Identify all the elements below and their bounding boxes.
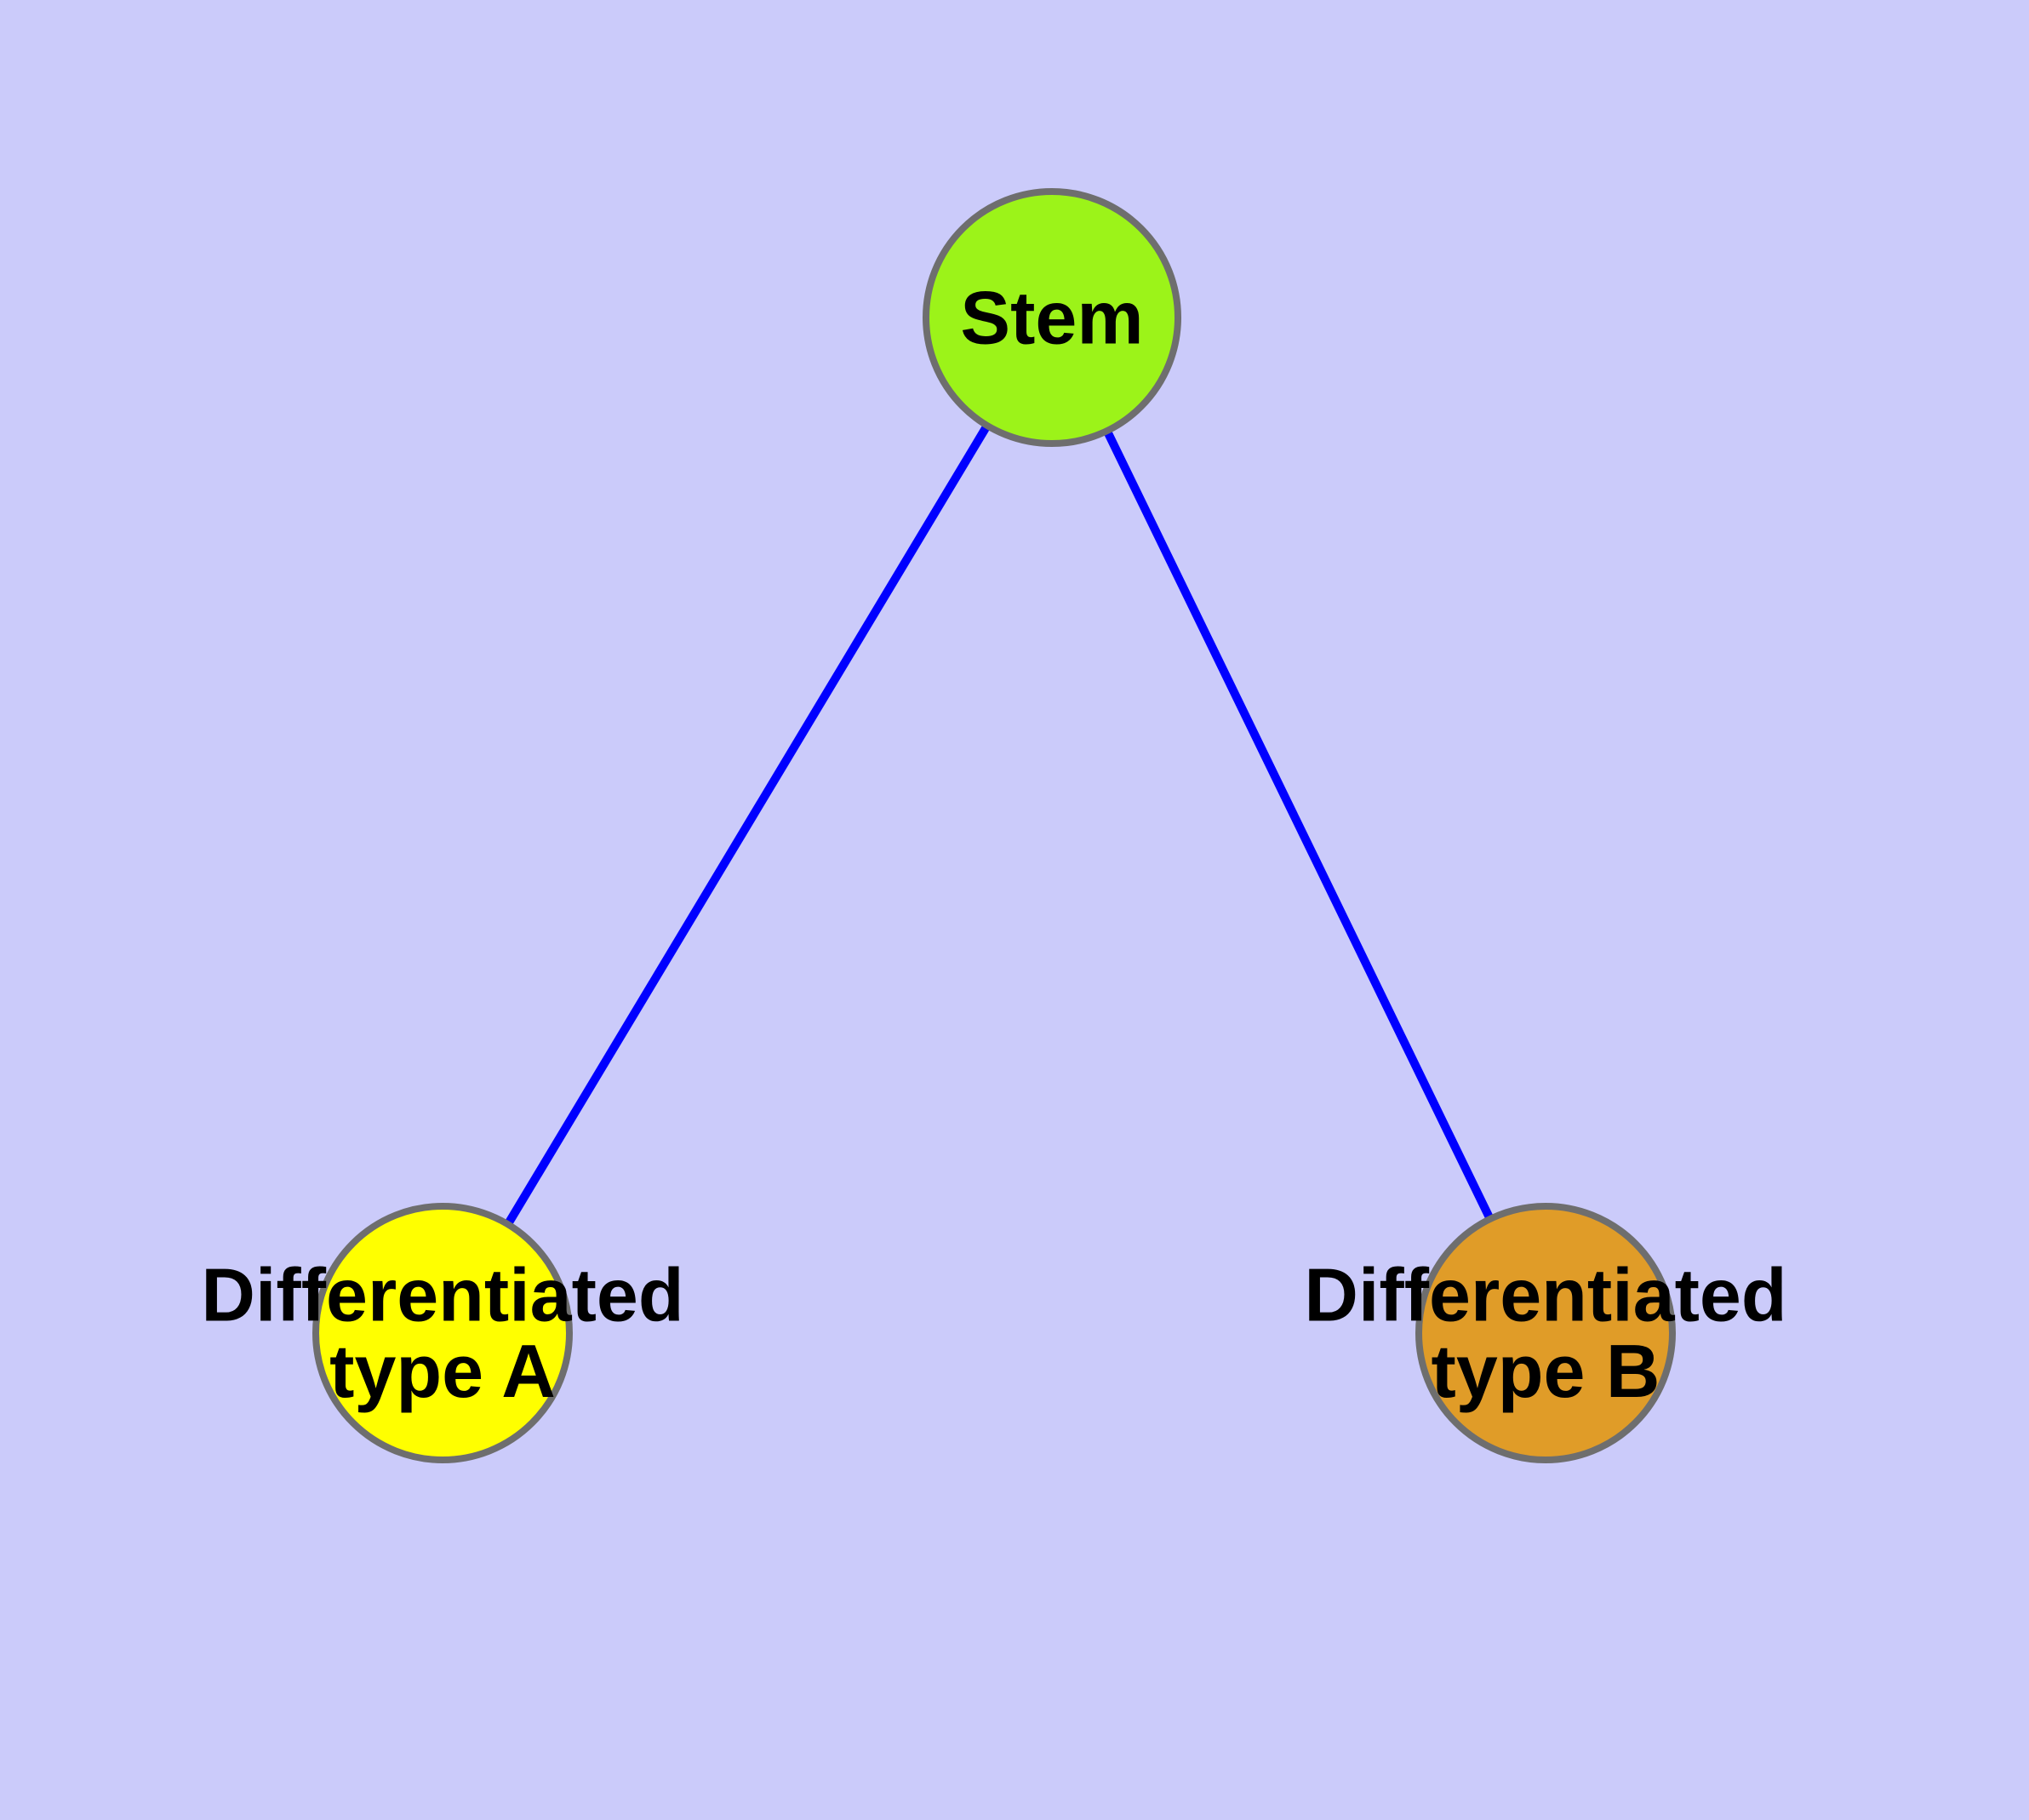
node-label-stem: Stem [960,275,1143,359]
node-label-line: Differentiated [201,1252,683,1336]
node-label-line: Stem [960,275,1143,359]
nodes-layer [312,188,1676,1463]
node-label-line: type B [1432,1329,1660,1413]
node-label-line: type A [329,1329,556,1413]
node-diff-b[interactable] [1415,1203,1676,1463]
node-diff-a[interactable] [312,1203,573,1463]
edges-layer [438,315,1550,1336]
edge-stem-to-diff-b[interactable] [1048,315,1550,1336]
node-label-line: Differentiated [1304,1252,1786,1336]
node-stem[interactable] [923,188,1181,447]
edge-stem-to-diff-a[interactable] [438,315,1056,1336]
